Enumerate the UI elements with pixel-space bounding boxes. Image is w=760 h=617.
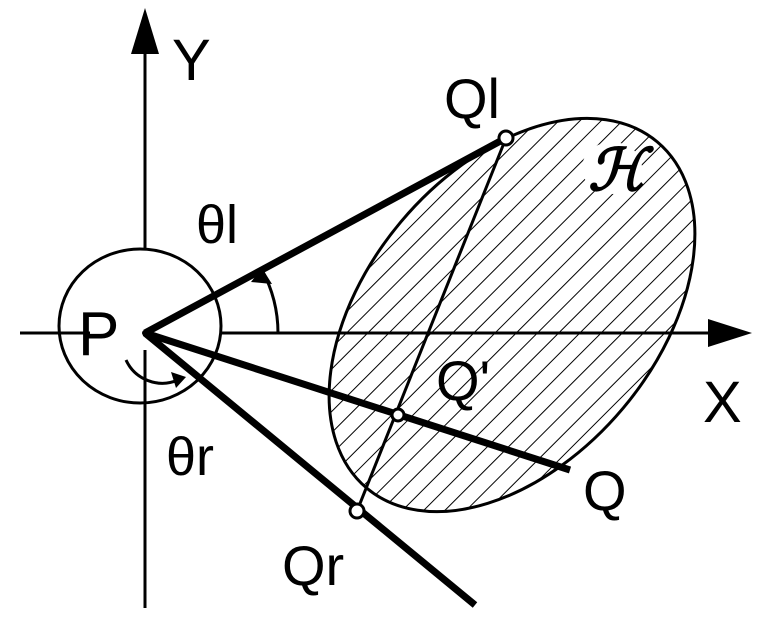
point-p	[142, 330, 148, 336]
theta-r-label: θr	[166, 427, 214, 487]
q-prime-label: Q'	[436, 349, 490, 412]
x-axis-arrowhead	[708, 319, 752, 347]
point-ql	[497, 129, 515, 147]
point-q-prime	[390, 407, 406, 423]
theta-r-arrowhead	[171, 372, 186, 388]
chord-ql-qr	[355, 137, 508, 512]
point-qr	[348, 502, 366, 520]
region-h	[300, 60, 720, 560]
y-axis-label: Y	[172, 28, 211, 93]
theta-l-label: θl	[196, 195, 238, 255]
x-axis-label: X	[703, 370, 742, 435]
y-axis-arrowhead	[131, 8, 159, 54]
region-h-label: ℋ	[588, 138, 655, 203]
ray-p-ql	[143, 134, 508, 337]
ql-label: Ql	[444, 67, 500, 130]
ray-p-q	[143, 329, 572, 474]
theta-r-arc	[124, 359, 179, 385]
origin-label: P	[78, 300, 119, 369]
ray-p-qr	[142, 330, 478, 608]
theta-l-arrowhead	[251, 268, 272, 284]
qr-label: Qr	[282, 534, 344, 597]
q-label: Q	[583, 459, 627, 522]
